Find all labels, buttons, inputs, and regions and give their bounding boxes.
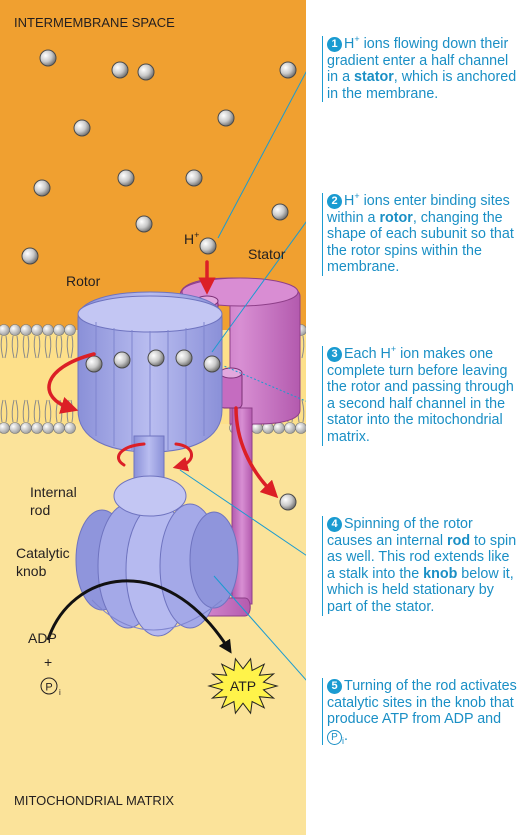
phosphate-symbol: P i <box>40 677 61 697</box>
step-number: 5 <box>327 679 342 694</box>
internal-label: Internal <box>30 484 77 500</box>
knob-label: knob <box>16 563 47 579</box>
rod-label: rod <box>30 502 50 518</box>
step-number: 3 <box>327 347 342 362</box>
atp-burst: ATP <box>207 657 279 715</box>
stator-label: Stator <box>248 246 286 262</box>
svg-text:i: i <box>59 688 61 697</box>
svg-text:P: P <box>45 682 52 694</box>
step-number: 4 <box>327 517 342 532</box>
callout-lines <box>179 71 306 681</box>
rotor <box>77 291 223 453</box>
atp-synthesis-arrow <box>46 579 232 654</box>
mitochondrial-matrix-label: MITOCHONDRIAL MATRIX <box>14 793 174 808</box>
plus-sign: + <box>44 654 52 670</box>
rotor-label: Rotor <box>66 273 101 289</box>
intermembrane-space-label: INTERMEMBRANE SPACE <box>14 15 175 30</box>
adp-label: ADP <box>28 630 57 646</box>
catalytic-label: Catalytic <box>16 545 70 561</box>
atp-synthase-diagram: ATP INTERMEMBRANE SPACE MITOCHONDRIAL MA… <box>0 0 306 835</box>
h-ion-label: H+ <box>184 230 199 247</box>
step-number: 1 <box>327 37 342 52</box>
step-number: 2 <box>327 194 342 209</box>
hydrogen-ions <box>21 49 297 511</box>
proton-flow-arrows <box>47 260 279 499</box>
catalytic-knob <box>75 475 239 637</box>
atp-label: ATP <box>230 678 256 694</box>
